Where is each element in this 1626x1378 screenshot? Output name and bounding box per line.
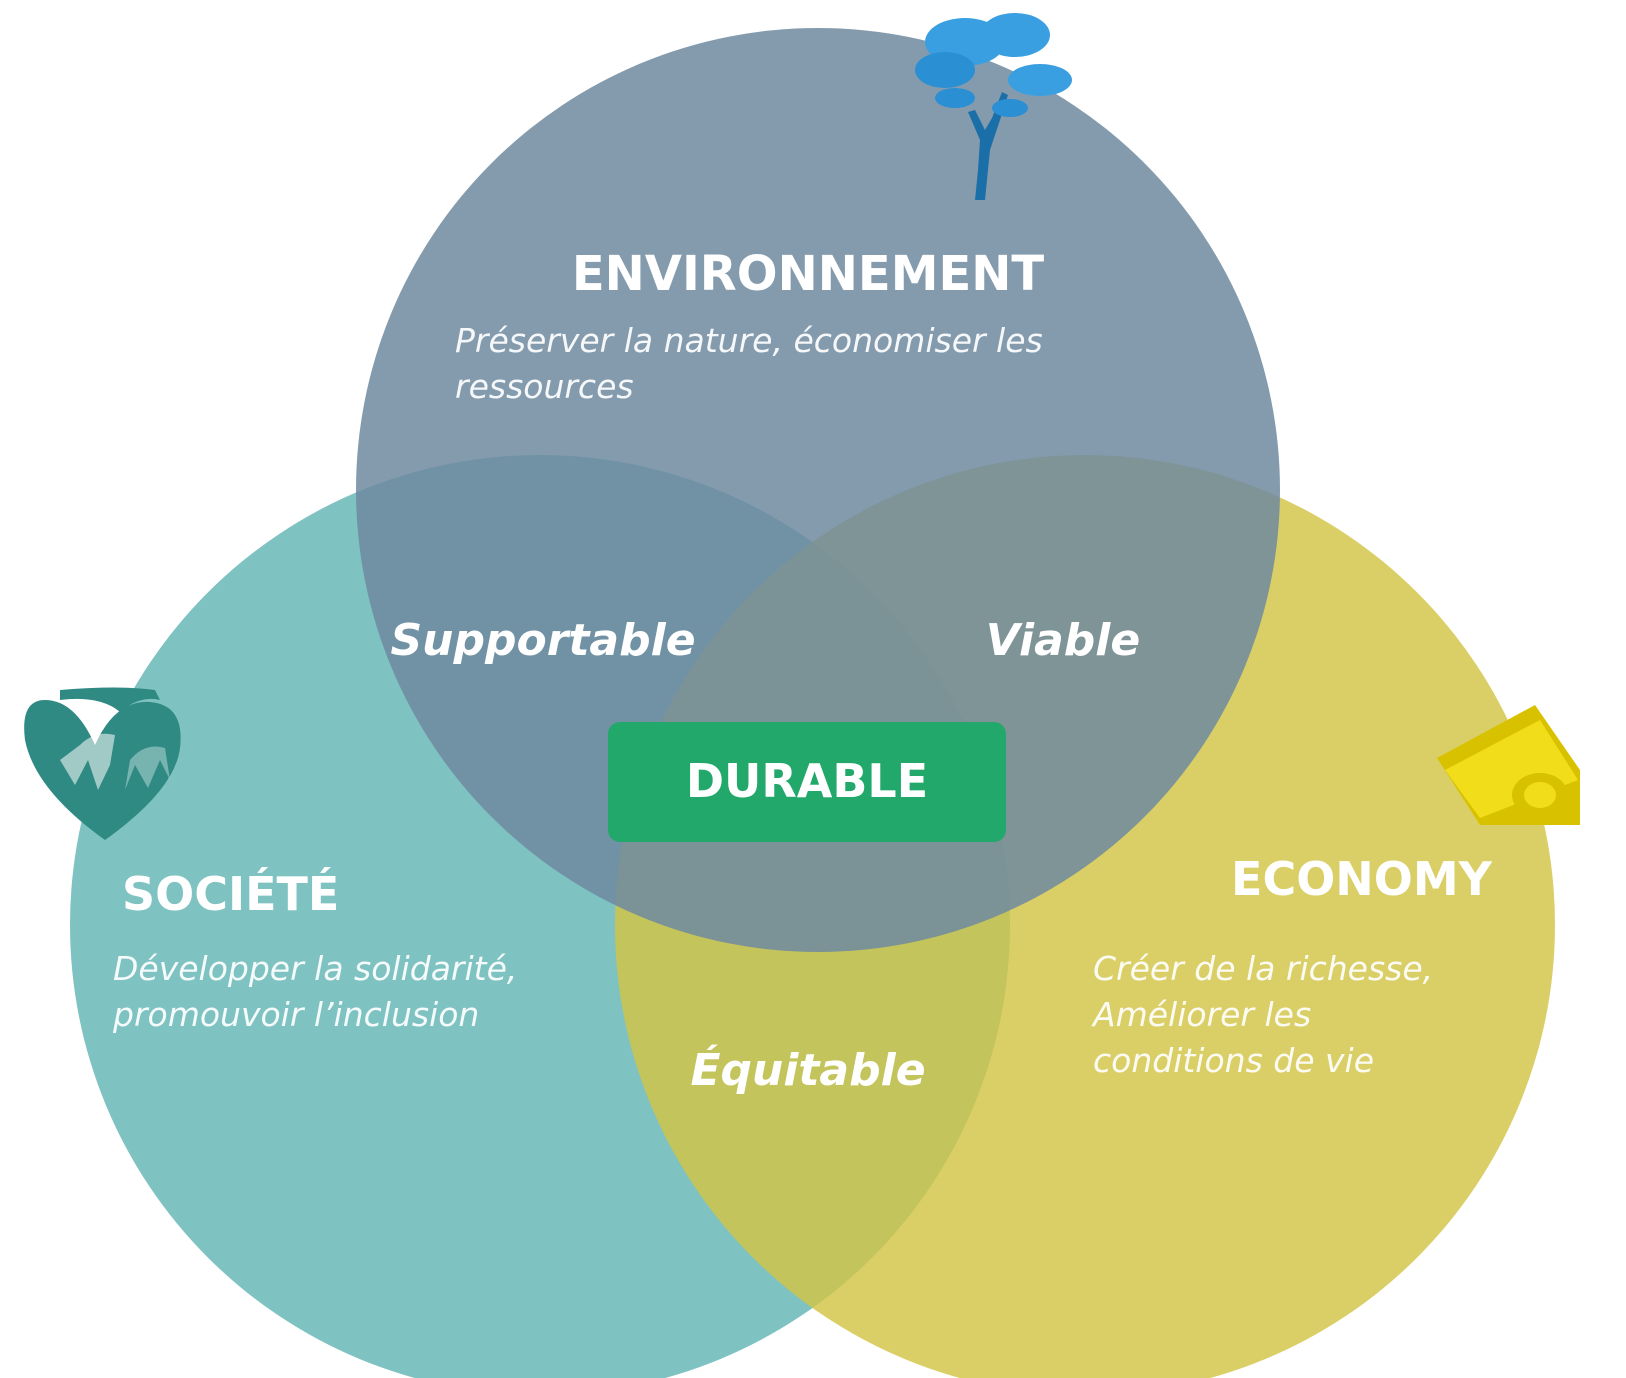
society-description-line2: promouvoir l’inclusion — [112, 995, 479, 1034]
center-label: DURABLE — [686, 754, 928, 808]
economy-description-line1: Créer de la richesse, — [1093, 949, 1433, 988]
economy-title: ECONOMY — [1231, 852, 1493, 906]
overlap-label-equitable: Équitable — [690, 1043, 925, 1096]
society-title: SOCIÉTÉ — [122, 867, 339, 921]
environment-circle — [356, 28, 1280, 952]
money-icon — [1437, 705, 1580, 825]
environment-title: ENVIRONNEMENT — [572, 246, 1045, 302]
environment-description-line2: ressources — [455, 367, 634, 406]
center-badge — [608, 722, 1006, 842]
society-description-line1: Développer la solidarité, — [113, 949, 517, 988]
hands-heart-icon — [24, 687, 181, 840]
environment-description-line1: Préserver la nature, économiser les — [455, 321, 1043, 360]
economy-description-line2: Améliorer les — [1091, 995, 1311, 1034]
economy-description-line3: conditions de vie — [1093, 1041, 1374, 1080]
overlap-label-supportable: Supportable — [390, 615, 695, 666]
overlap-label-viable: Viable — [986, 615, 1140, 666]
tree-icon — [915, 13, 1072, 200]
